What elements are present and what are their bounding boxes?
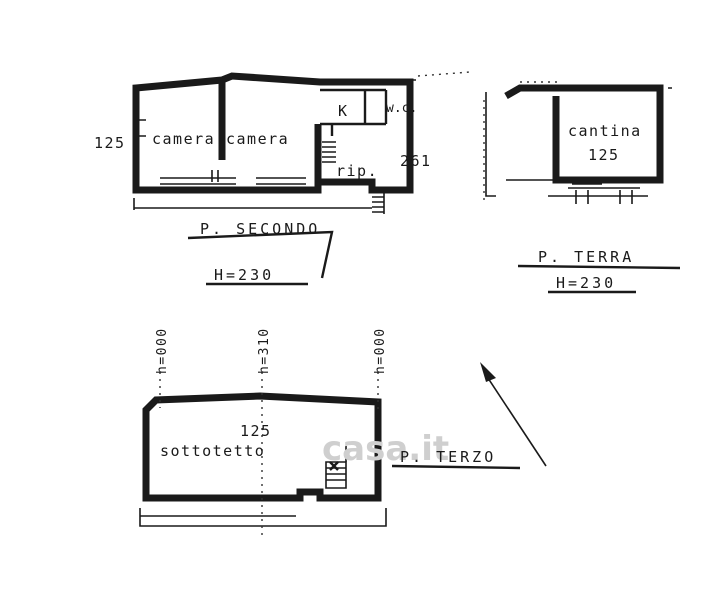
title-underline-terzo (391, 464, 521, 470)
stair-second-floor (322, 141, 385, 214)
room-camera-1: camera (152, 130, 215, 148)
ground-floor-plan: cantina 125 P. TERRA H=230 (483, 81, 681, 294)
second-floor-plan: 125 camera camera K w.c. rip. 261 P. SEC… (94, 71, 471, 286)
room-landing: rip. (336, 162, 378, 180)
third-floor-base (139, 508, 387, 527)
third-floor-outer-wall (142, 392, 382, 502)
windows-second-floor (136, 75, 416, 185)
stair-third-floor (325, 446, 347, 489)
room-sottotetto: sottotetto (160, 442, 265, 460)
room-kitchen: K (338, 102, 349, 120)
room-wc: w.c. (386, 101, 417, 116)
third-floor-dim-label: 125 (240, 422, 272, 440)
second-floor-side-dim: 261 (400, 152, 432, 170)
watermark: casa.it (322, 429, 449, 469)
ground-floor-outline (485, 87, 672, 197)
room-camera-2: camera (226, 130, 289, 148)
ground-floor-height: H=230 (556, 274, 616, 292)
third-floor-plan: casa.it h=000 h=310 h=000 125 sottotetto… (139, 327, 547, 540)
ground-floor-dim-label: 125 (588, 146, 620, 164)
room-cantina: cantina (568, 122, 642, 140)
second-floor-base-line (133, 198, 372, 210)
title-underline-terra (517, 264, 681, 270)
kitchen-wc-walls (320, 88, 388, 136)
third-floor-h-mid: h=310 (257, 327, 272, 374)
title-underline-second (187, 230, 334, 279)
second-floor-height: H=230 (214, 266, 274, 284)
second-floor-dim-label: 125 (94, 134, 126, 152)
north-arrow-icon (480, 362, 547, 467)
ground-floor-dotted (483, 81, 560, 200)
third-floor-h-right: h=000 (373, 327, 388, 374)
second-floor-title: P. SECONDO (200, 220, 320, 238)
ground-floor-outer-wall (504, 84, 664, 184)
second-floor-dotted-line (417, 71, 471, 77)
ground-floor-title: P. TERRA (538, 248, 634, 266)
third-floor-title: P. TERZO (400, 448, 496, 466)
second-floor-outer-wall (132, 72, 414, 194)
ground-floor-window (572, 183, 633, 204)
third-floor-h-left: h=000 (155, 327, 170, 374)
